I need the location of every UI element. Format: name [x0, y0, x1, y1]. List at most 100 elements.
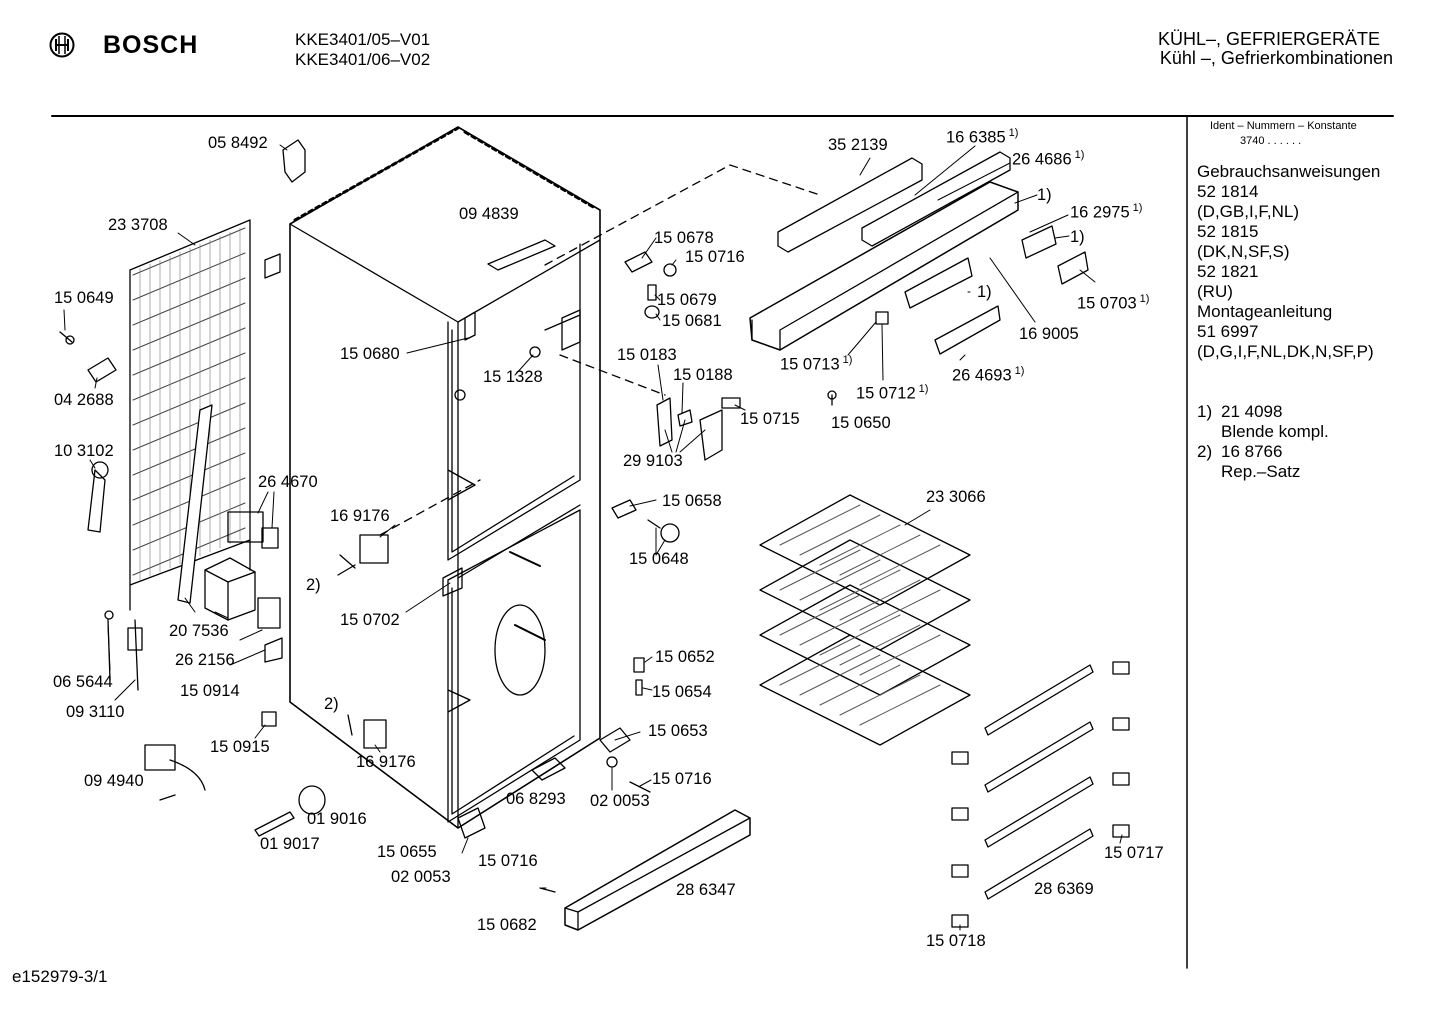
part-bracket-058492 — [282, 139, 306, 183]
part-label: 15 0681 — [662, 312, 722, 330]
leader-lines — [63, 144, 1123, 931]
part-label: 16 9005 — [1019, 325, 1079, 343]
part-label: 15 0652 — [655, 648, 715, 666]
bosch-logo-icon — [49, 32, 75, 58]
part-label: 15 0716 — [652, 770, 712, 788]
part-foot-068293 — [531, 757, 566, 781]
part-label: 15 0648 — [629, 550, 689, 568]
part-label: 2) — [324, 695, 339, 713]
part-label: 15 0914 — [180, 682, 240, 700]
part-number: 15 0703 — [1077, 294, 1137, 313]
part-bracket-150678 — [624, 251, 653, 273]
sidebar-line: (RU) — [1197, 282, 1233, 301]
footnote-ref: 1) — [918, 383, 929, 395]
part-box-cover — [204, 557, 256, 621]
part-number: 15 0713 — [780, 355, 840, 374]
part-number: 16 2975 — [1070, 203, 1130, 222]
part-screw-150716b — [629, 781, 651, 793]
part-knob-150648 — [647, 519, 680, 543]
model-number-1: KKE3401/05–V01 — [295, 30, 431, 49]
part-label: 26 4670 — [258, 473, 318, 491]
base-plinth — [564, 809, 751, 931]
cabinet-housing — [289, 126, 601, 829]
sidebar-line: 52 1815 — [1197, 222, 1259, 241]
part-label: 28 6369 — [1034, 880, 1094, 898]
part-label: 15 0680 — [340, 345, 400, 363]
part-cap-150681 — [644, 305, 660, 319]
part-label: 1) — [1070, 228, 1085, 246]
footnote-mark: 2) — [1197, 442, 1213, 461]
category-subtitle: Kühl –, Gefrierkombinationen — [1159, 48, 1393, 68]
part-bracket-wire — [264, 253, 281, 279]
part-screw-150716c — [663, 263, 677, 277]
part-label: 29 9103 — [623, 452, 683, 470]
sidebar-line: 52 1814 — [1197, 182, 1259, 201]
part-pin-150679 — [647, 284, 657, 301]
part-label: 15 0653 — [648, 722, 708, 740]
part-label: 15 0717 — [1104, 844, 1164, 862]
brand-name: BOSCH — [103, 31, 199, 59]
condenser-coil — [129, 219, 251, 611]
part-pin-150652 — [633, 657, 645, 673]
control-panel-assembly — [749, 151, 1089, 355]
part-label: 15 0188 — [673, 366, 733, 384]
drawing-id: e152979-3/1 — [12, 967, 108, 986]
part-transformer-094940 — [144, 744, 206, 801]
part-label: 15 0679 — [657, 291, 717, 309]
part-rod-019017 — [254, 811, 295, 837]
part-label: 28 6347 — [676, 881, 736, 899]
part-number: 16 6385 — [946, 128, 1006, 147]
category-title: KÜHL–, GEFRIERGERÄTE — [1157, 29, 1380, 49]
part-label: 1) — [1037, 186, 1052, 204]
model-number-2: KKE3401/06–V02 — [295, 50, 431, 69]
part-label: 1) — [977, 283, 992, 301]
part-label: 23 3066 — [926, 488, 986, 506]
sidebar-line: Montageanleitung — [1197, 302, 1333, 321]
part-label: 15 0650 — [831, 414, 891, 432]
part-hinge-bottom — [457, 807, 486, 839]
footnote-ref: 1) — [1008, 127, 1019, 139]
part-label: 09 3110 — [66, 703, 125, 721]
part-screw-150649 — [59, 331, 75, 345]
ident-value: 3740 . . . . . . — [1240, 135, 1302, 147]
part-number: 15 0712 — [856, 384, 916, 403]
part-number: 26 4686 — [1012, 150, 1072, 169]
part-bracket-150658 — [611, 499, 637, 519]
part-label: 35 2139 — [828, 136, 888, 154]
part-cylinder-019016 — [298, 785, 326, 815]
part-relay-264670 — [227, 511, 279, 549]
part-bracket-150183 — [656, 397, 673, 447]
part-sensor-093110 — [127, 619, 143, 691]
part-label: 09 4839 — [459, 205, 519, 223]
sidebar-line: 52 1821 — [1197, 262, 1259, 281]
sidebar-line: 51 6997 — [1197, 322, 1259, 341]
footnote-text: Rep.–Satz — [1221, 462, 1301, 481]
footnote-ref: 1) — [842, 354, 853, 366]
sidebar-line: (D,G,I,F,NL,DK,N,SF,P) — [1197, 342, 1374, 361]
part-label: 10 3102 — [54, 442, 114, 460]
part-label: 15 0915 — [210, 738, 270, 756]
part-label: 02 0053 — [590, 792, 650, 810]
part-cap-150682 — [539, 887, 556, 893]
footnote-number: 21 4098 — [1221, 402, 1283, 421]
part-label: 06 5644 — [53, 673, 113, 691]
part-clip-150915 — [261, 711, 277, 727]
footnote-text: Blende kompl. — [1221, 422, 1329, 441]
part-label: 15 0682 — [477, 916, 537, 934]
part-label: 06 8293 — [506, 790, 566, 808]
footnote-ref: 1) — [1132, 202, 1143, 214]
part-label: 01 9016 — [307, 810, 367, 828]
sidebar-line: (DK,N,SF,S) — [1197, 242, 1290, 261]
part-label: 01 9017 — [260, 835, 320, 853]
part-number: 26 4693 — [952, 366, 1012, 385]
wire-shelves — [759, 494, 971, 746]
part-label: 15 1328 — [483, 368, 543, 386]
part-label: 04 2688 — [54, 391, 114, 409]
part-label: 15 0716 — [685, 248, 745, 266]
part-label: 15 0678 — [654, 229, 714, 247]
part-label: 15 0649 — [54, 289, 114, 307]
trim-strips — [984, 664, 1094, 900]
